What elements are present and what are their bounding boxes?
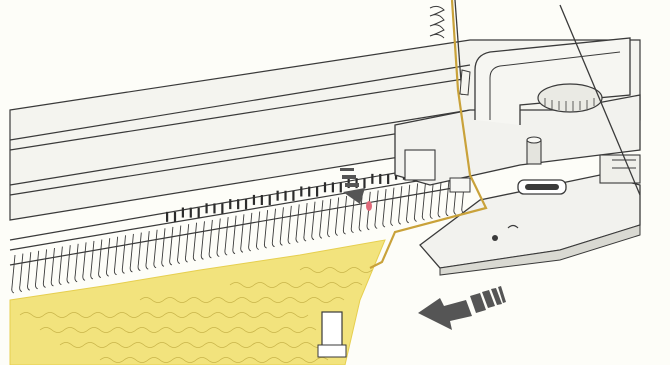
needle-butt — [332, 182, 334, 192]
needle-butt — [166, 212, 168, 222]
needle-butt — [363, 178, 365, 188]
highlighted-needle-tip — [366, 201, 372, 211]
needle-butt — [221, 204, 223, 214]
needle-butt — [371, 174, 373, 184]
needle-butt — [379, 174, 381, 184]
needle-butt — [213, 203, 215, 213]
needle-butt — [182, 208, 184, 218]
needle-butt — [324, 182, 326, 192]
needle-butt — [284, 191, 286, 201]
needle-butt — [277, 191, 279, 201]
needle-butt — [269, 195, 271, 205]
needle-butt — [205, 203, 207, 213]
carriage-lever — [600, 155, 640, 183]
carriage-knob — [527, 140, 541, 164]
tension-dial — [538, 84, 602, 112]
needle-butt — [300, 186, 302, 196]
yarn-guide — [460, 70, 470, 95]
needle-butt — [261, 195, 263, 205]
needle-butt — [198, 208, 200, 218]
yarn-clip — [405, 150, 435, 180]
needle-butt — [174, 212, 176, 222]
needle-butt — [190, 208, 192, 218]
needle-butt — [387, 174, 389, 184]
needle-butt — [340, 182, 342, 192]
needle-butt — [308, 187, 310, 197]
needle-butt — [237, 199, 239, 209]
needle-butt — [253, 195, 255, 205]
needle-butt — [316, 187, 318, 197]
needle-butt — [245, 199, 247, 209]
needle-butt — [292, 191, 294, 201]
needle-butt — [229, 199, 231, 209]
